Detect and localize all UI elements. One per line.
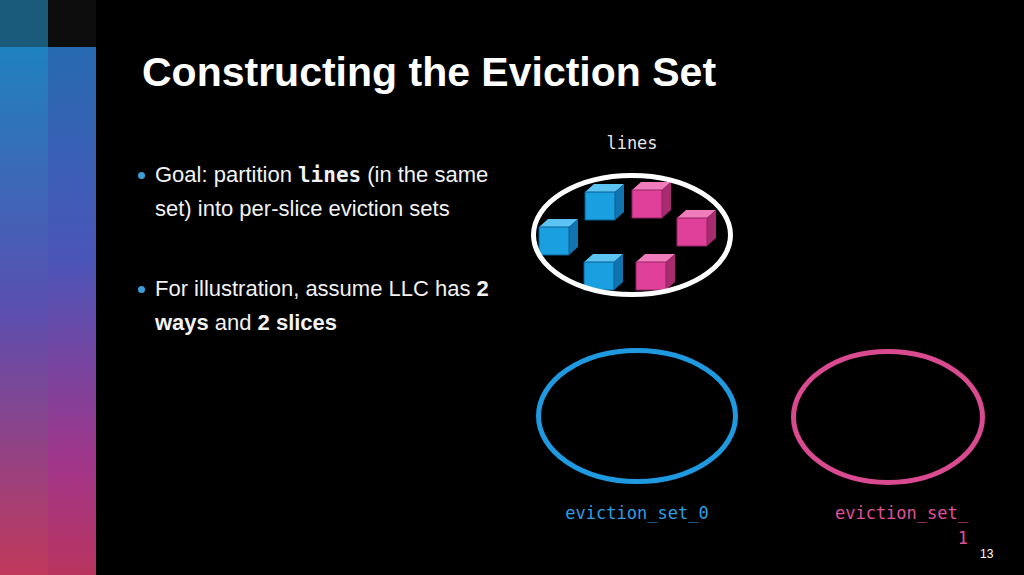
cache-line-cube	[584, 254, 623, 290]
side-stripe	[0, 0, 48, 47]
side-stripe	[0, 47, 48, 575]
bullet-text: Goal: partition	[155, 162, 292, 187]
set-ellipse	[534, 176, 731, 295]
bullet-dot	[138, 286, 145, 293]
bullet-item: For illustration, assume LLC has2 waysan…	[155, 272, 500, 340]
cache-line-cube	[632, 182, 671, 218]
page-number: 13	[980, 547, 993, 561]
page-number-box: 13	[980, 534, 1010, 568]
cache-line-cube	[636, 254, 675, 290]
cache-line-cube	[585, 184, 624, 220]
set-outline	[536, 348, 738, 484]
bullet-text: and	[215, 310, 252, 335]
set-outline	[791, 349, 985, 485]
eviction-set: eviction_set_ 1	[791, 349, 985, 485]
cache-line-cube	[677, 210, 716, 246]
set-ellipse	[794, 352, 983, 483]
lines-set: lines	[531, 173, 733, 297]
set-ellipse	[539, 351, 736, 482]
side-stripe	[0, 0, 96, 575]
set-label: lines	[531, 131, 733, 156]
set-label: eviction_set_0	[536, 501, 738, 526]
code-term: lines	[298, 163, 361, 187]
set-label: eviction_set_ 1	[819, 501, 968, 551]
bullet-text: For illustration, assume LLC has	[155, 276, 470, 301]
set-outline	[531, 173, 733, 297]
eviction-set: eviction_set_0	[536, 348, 738, 484]
side-stripe	[48, 0, 96, 47]
bullet-dot	[138, 172, 145, 179]
slide-title: Constructing the Eviction Set	[142, 44, 716, 100]
cache-line-cubes	[539, 182, 716, 290]
emphasis-text: 2 slices	[258, 310, 338, 335]
bullet-item: Goal: partitionlines(in the same set) in…	[155, 158, 500, 226]
cache-line-cube	[539, 219, 578, 255]
